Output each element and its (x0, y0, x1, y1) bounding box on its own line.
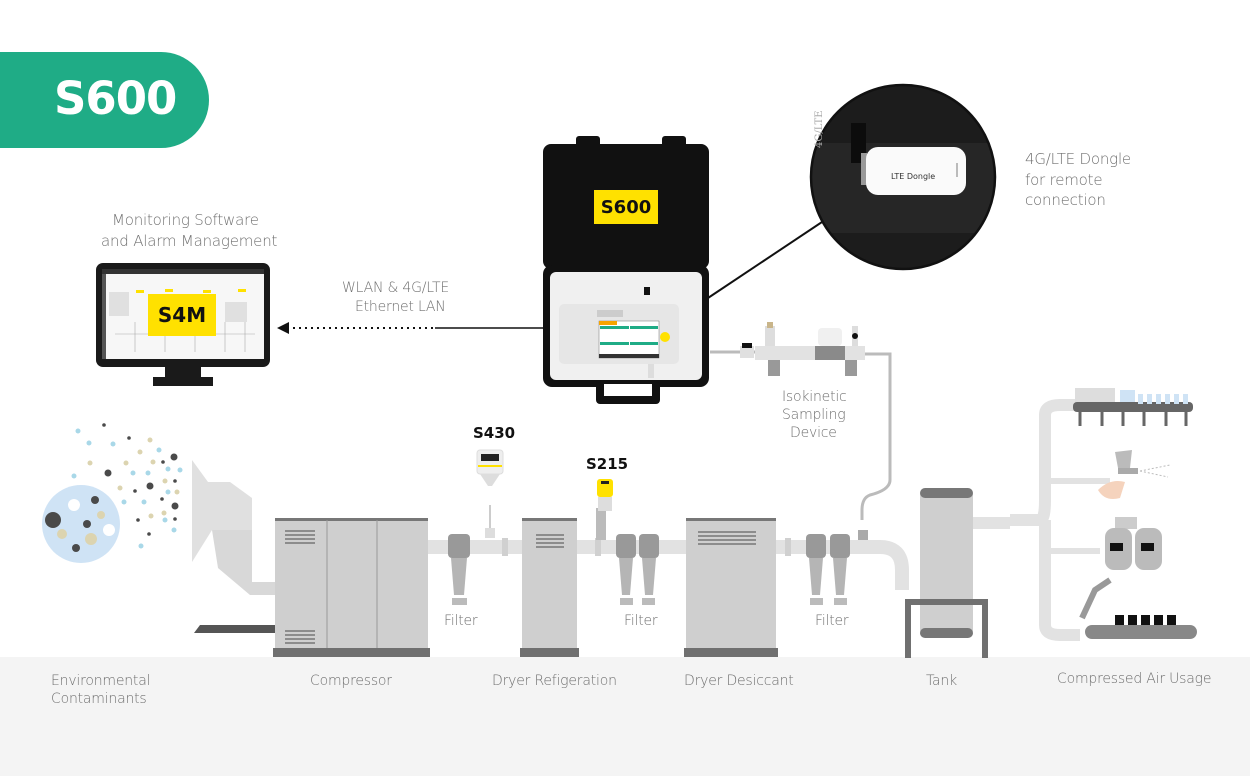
filter-label-3: Filter (815, 613, 849, 629)
lte-port-label: 4G/LTE (814, 110, 825, 148)
lte-dongle-photo (809, 83, 997, 271)
isokinetic-sampling-device (710, 322, 892, 520)
s430-label: S430 (473, 424, 516, 442)
connection-label-line2: Ethernet LAN (355, 299, 446, 315)
s215-label: S215 (586, 455, 629, 473)
s215-sensor-icon (597, 479, 613, 511)
connection-label-line1: WLAN & 4G/LTE (342, 280, 449, 296)
station-label-dryer-refrigeration: Dryer Refigeration (492, 673, 617, 689)
connection-arrow-icon (277, 322, 543, 334)
compressed-air-line (192, 460, 1010, 658)
dongle-caption-line2: for remote (1025, 171, 1103, 189)
station-label-environmental-line2: Contaminants (51, 691, 147, 707)
product-badge-label: S600 (54, 72, 177, 125)
s600-case-icon (543, 136, 709, 404)
station-label-dryer-desiccant: Dryer Desiccant (684, 673, 794, 689)
filter-label-1: Filter (444, 613, 478, 629)
lte-port-label-line1: 4G/LTE (814, 110, 825, 148)
s430-sensor-icon (476, 449, 504, 486)
station-label-compressor: Compressor (310, 673, 392, 689)
lte-dongle-label: LTE Dongle (891, 172, 936, 181)
station-label-environmental: Environmental (51, 673, 151, 689)
contaminants-illustration (42, 423, 183, 563)
station-label-compressed-air-usage: Compressed Air Usage (1057, 671, 1212, 687)
dongle-caption-line1: 4G/LTE Dongle (1025, 150, 1131, 168)
sampling-label-line1: Isokinetic (782, 389, 847, 405)
floor-band (0, 657, 1250, 776)
sampling-label-line3: Device (790, 425, 837, 441)
callout-line (704, 209, 841, 301)
dongle-caption-line3: connection (1025, 191, 1106, 209)
product-badge: S600 (0, 52, 209, 148)
s600-case-label: S600 (594, 190, 658, 224)
monitoring-title-line2: and Alarm Management (101, 232, 278, 250)
station-label-tank: Tank (926, 673, 957, 689)
s4m-screen-label: S4M (148, 294, 216, 336)
compressed-air-usage-illustration (1010, 388, 1197, 641)
filter-label-2: Filter (624, 613, 658, 629)
sampling-label-line2: Sampling (782, 407, 846, 423)
monitoring-title-line1: Monitoring Software (112, 211, 259, 229)
